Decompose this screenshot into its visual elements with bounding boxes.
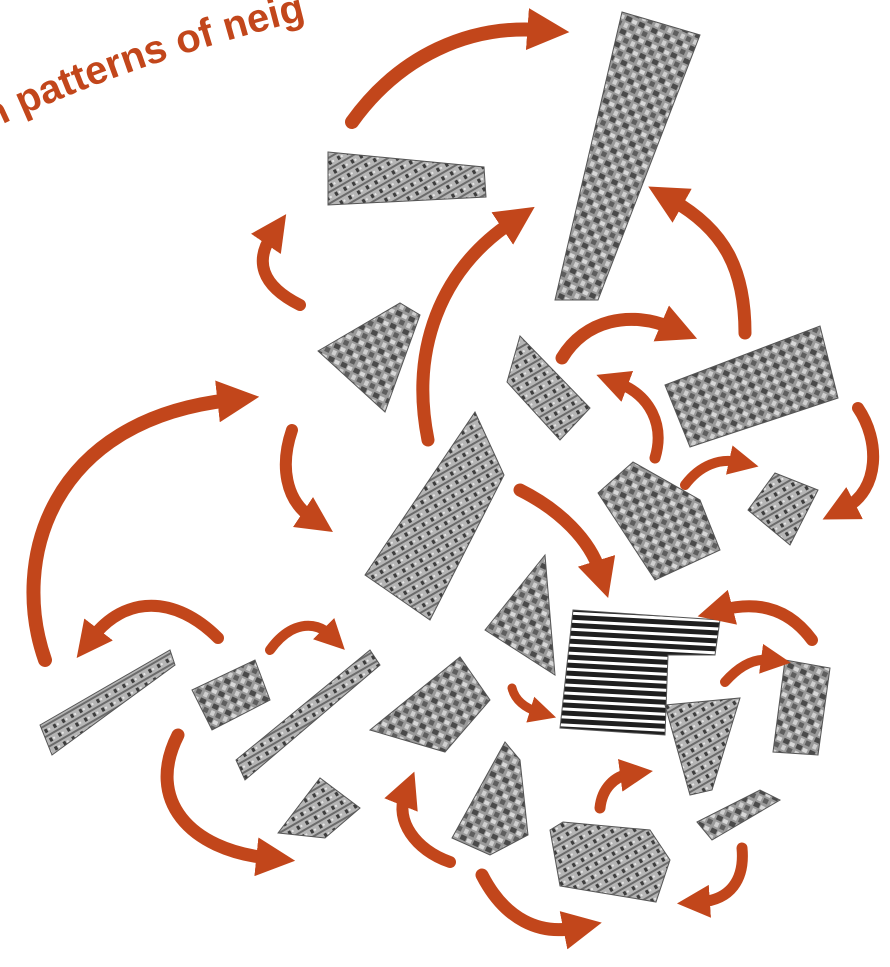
arrow-21 — [676, 842, 748, 918]
arrows — [26, 8, 880, 950]
arrow-13 — [265, 618, 345, 655]
parcel-15 — [235, 649, 381, 781]
parcel-12 — [772, 659, 831, 756]
arrow-5 — [555, 305, 698, 365]
parcel-18 — [451, 741, 529, 856]
arrow-15 — [697, 589, 818, 646]
arrow-12 — [76, 599, 224, 658]
diagram-title: n patterns of neig — [0, 0, 309, 138]
parcel-2 — [327, 151, 487, 206]
parcel-4 — [506, 335, 591, 441]
arrow-19 — [475, 868, 602, 950]
arrow-17 — [160, 728, 296, 877]
arrow-11 — [513, 483, 616, 599]
arrow-7 — [680, 445, 759, 490]
parcel-16 — [368, 656, 491, 753]
arrow-16 — [720, 643, 791, 687]
arrow-4 — [648, 186, 752, 340]
arrow-3 — [416, 206, 535, 447]
arrow-2 — [251, 214, 306, 311]
parcel-19 — [549, 821, 671, 903]
arrow-10 — [279, 424, 333, 532]
arrow-14 — [507, 683, 557, 723]
parcel-11 — [664, 697, 741, 796]
parcel-1 — [554, 11, 701, 301]
arrow-18 — [384, 771, 456, 868]
arrow-9 — [26, 380, 260, 667]
parcel-20 — [696, 789, 782, 841]
parcel-3 — [317, 302, 421, 413]
arrow-8 — [822, 402, 880, 520]
parcel-14 — [191, 659, 271, 731]
parcel-8 — [747, 472, 819, 546]
parcel-5 — [664, 325, 839, 448]
parcel-17 — [277, 777, 361, 839]
arrow-20 — [594, 758, 653, 814]
parcel-7 — [597, 461, 721, 581]
arrow-6 — [596, 371, 664, 464]
arrow-1 — [345, 8, 570, 129]
parcel-13 — [39, 649, 176, 756]
parcel-6 — [364, 410, 505, 621]
parcel-9 — [484, 553, 556, 676]
parcels — [39, 11, 839, 903]
